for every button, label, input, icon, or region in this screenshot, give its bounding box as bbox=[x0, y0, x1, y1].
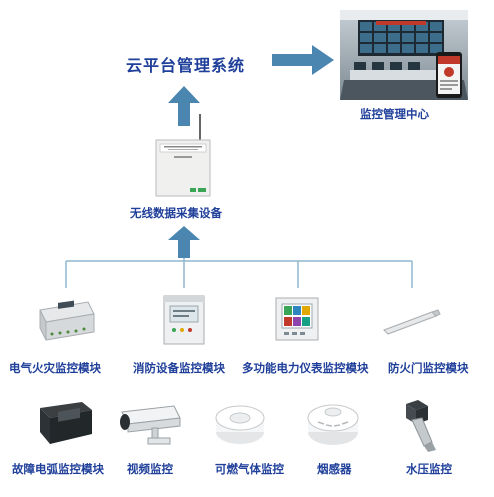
monitor-center-label: 监控管理中心 bbox=[360, 107, 429, 121]
collector-label: 无线数据采集设备 bbox=[130, 206, 222, 220]
module-label: 电气火灾监控模块 bbox=[9, 361, 101, 375]
module-label: 防火门监控模块 bbox=[388, 361, 469, 375]
electrical-fire-module-image bbox=[39, 300, 95, 341]
module-label: 故障电弧监控模块 bbox=[12, 462, 104, 476]
arrow-right-icon bbox=[272, 45, 334, 75]
smoke-detector-image bbox=[307, 404, 359, 445]
arrow-up-icon bbox=[168, 86, 200, 126]
cloud-platform-label: 云平台管理系统 bbox=[126, 56, 246, 75]
arc-fault-module-image bbox=[40, 402, 92, 444]
fire-equipment-module-image bbox=[163, 295, 205, 345]
module-label: 视频监控 bbox=[127, 462, 173, 476]
module-label: 可燃气体监控 bbox=[215, 462, 284, 476]
arrow-up-icon bbox=[168, 226, 200, 258]
module-label: 烟感器 bbox=[317, 462, 352, 476]
fire-door-module-image bbox=[383, 309, 441, 335]
video-camera-image bbox=[120, 405, 181, 445]
monitor-center-image bbox=[340, 10, 468, 100]
power-meter-module-image bbox=[275, 297, 319, 341]
collector-device-image bbox=[155, 114, 211, 197]
gas-detector-image bbox=[215, 405, 265, 444]
water-pressure-sensor-image bbox=[406, 400, 436, 452]
module-label: 消防设备监控模块 bbox=[133, 361, 225, 375]
module-label: 水压监控 bbox=[406, 462, 452, 476]
bus-connector bbox=[65, 258, 413, 288]
module-label: 多功能电力仪表监控模块 bbox=[242, 361, 369, 375]
